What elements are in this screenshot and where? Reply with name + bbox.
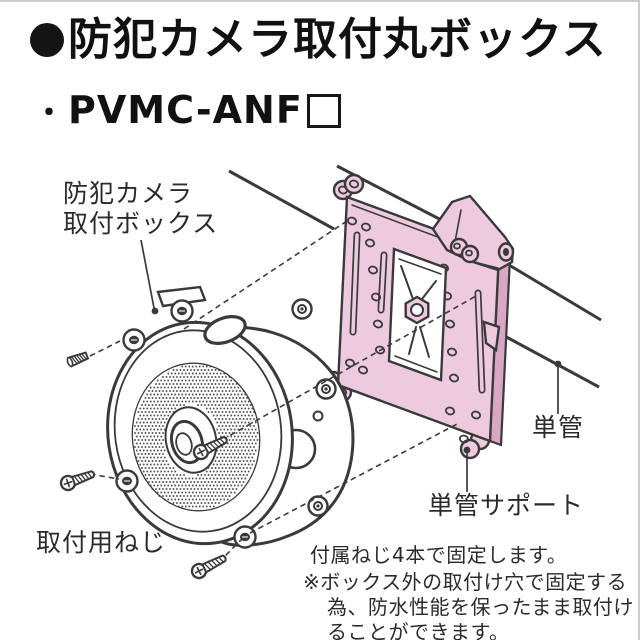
box-top-bump xyxy=(156,285,207,308)
screws xyxy=(59,351,228,580)
note-line-2: ※ボックス外の取付け穴で固定する xyxy=(303,570,628,594)
box-lug xyxy=(233,525,257,549)
box-ear xyxy=(315,378,337,400)
perforation-dots xyxy=(134,365,259,508)
dashed-assembly-line xyxy=(221,295,477,441)
screw-icon xyxy=(190,554,227,580)
box-lug xyxy=(122,328,146,352)
plate-hole xyxy=(360,222,372,232)
clamp-hook xyxy=(482,320,501,353)
label-mounting-screws: 取付用ねじ xyxy=(36,528,167,557)
leader-lines xyxy=(140,239,562,492)
note-line-3: 為、防水性能を保ったまま取付け xyxy=(327,595,634,619)
label-pipe: 単管 xyxy=(532,413,585,442)
plate-hole xyxy=(348,179,360,189)
plate-hole xyxy=(364,238,376,248)
pipe-support-plate xyxy=(322,173,515,460)
note-line-4: ることができます。 xyxy=(327,620,510,640)
box-lug xyxy=(115,469,139,493)
screw-icon xyxy=(59,470,96,492)
camera-mount-box xyxy=(106,285,355,549)
bullet-icon xyxy=(30,23,64,58)
product-title-row: 防犯カメラ取付丸ボックス xyxy=(30,14,607,65)
plate-hole xyxy=(444,319,456,329)
box-ear xyxy=(307,495,329,517)
screw-icon xyxy=(192,436,228,461)
pipe-clamp-arm xyxy=(431,194,515,353)
plate-hole xyxy=(374,345,386,355)
plate-center-cutout xyxy=(387,247,448,382)
product-model-row: ・ PVMC-ANF xyxy=(34,88,341,132)
dashed-assembly-line xyxy=(89,340,121,357)
model-bullet-icon: ・ xyxy=(34,96,64,131)
plate-corner-lobe xyxy=(343,173,365,195)
screw-icon xyxy=(66,351,90,368)
plate-hole xyxy=(446,347,458,357)
page-top-rule xyxy=(0,0,640,2)
product-title: 防犯カメラ取付丸ボックス xyxy=(68,14,607,65)
top-knockout-oval xyxy=(203,315,247,345)
plate-hole xyxy=(346,216,358,226)
dashed-assembly-line xyxy=(183,220,348,330)
plate-hole xyxy=(458,434,470,444)
plate-hole xyxy=(470,410,482,420)
label-camera-box: 防犯カメラ 取付ボックス xyxy=(63,179,219,238)
plate-hole xyxy=(370,292,382,302)
page-right-rule xyxy=(638,0,640,640)
pipe xyxy=(228,164,602,389)
plate-hole xyxy=(444,406,456,416)
note-line-1: 付属ねじ4本で固定します。 xyxy=(310,543,568,567)
dashed-assembly-line xyxy=(249,422,460,534)
plate-hole xyxy=(337,185,349,195)
model-number: PVMC-ANF xyxy=(68,88,303,132)
plate-hole xyxy=(448,373,460,383)
plate-hole xyxy=(372,319,384,329)
plate-hole xyxy=(367,265,379,275)
box-lug xyxy=(170,299,194,323)
box-ear xyxy=(291,298,313,320)
plate-hole xyxy=(357,365,369,375)
label-pipe-support: 単管サポート xyxy=(428,491,585,520)
model-size-placeholder-box xyxy=(306,94,341,128)
